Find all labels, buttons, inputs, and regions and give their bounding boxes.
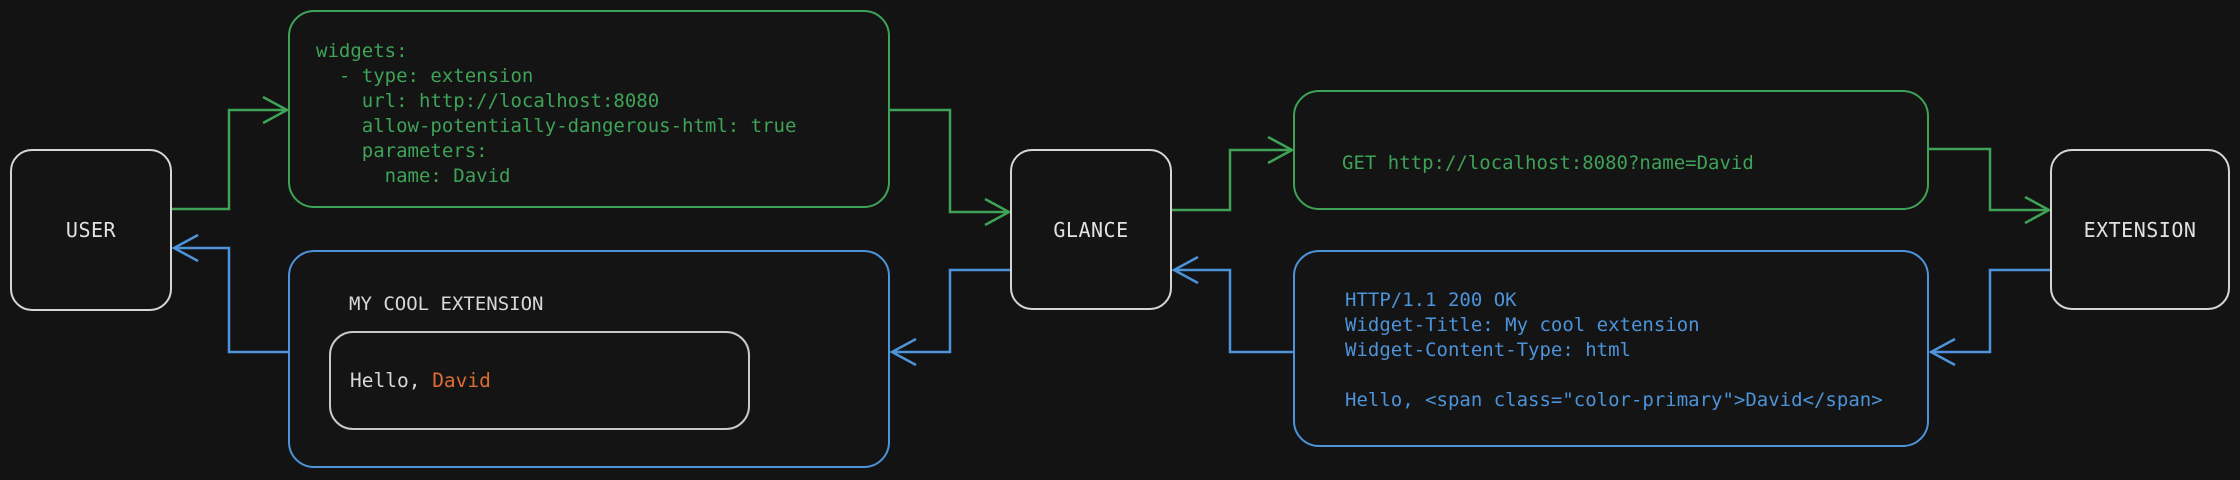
arrow-glance-to-widget: [889, 268, 1010, 367]
http-request-code: GET http://localhost:8080?name=David: [1342, 152, 1754, 174]
arrowhead-left-icon: [171, 233, 199, 263]
arrow-line: [1933, 268, 2050, 354]
arrow-extension-to-response: [1928, 268, 2050, 367]
arrowhead-right-icon: [2024, 195, 2052, 225]
widget-greeting: Hello, David: [331, 369, 491, 392]
http-request-box: GET http://localhost:8080?name=David: [1293, 90, 1929, 210]
greeting-name: David: [432, 369, 491, 392]
user-node-label: USER: [65, 218, 117, 242]
arrow-line: [1170, 148, 1290, 212]
http-response-box: HTTP/1.1 200 OK Widget-Title: My cool ex…: [1293, 250, 1929, 447]
arrowhead-left-icon: [1928, 337, 1956, 367]
extension-node: EXTENSION: [2050, 149, 2230, 310]
arrowhead-right-icon: [984, 197, 1012, 227]
config-yaml-code: widgets: - type: extension url: http://l…: [316, 40, 797, 187]
glance-node-label: GLANCE: [1053, 217, 1129, 242]
config-yaml-box: widgets: - type: extension url: http://l…: [288, 10, 890, 208]
arrow-config-to-glance: [890, 108, 1012, 227]
extension-node-label: EXTENSION: [2083, 217, 2197, 242]
arrow-line: [1929, 147, 2047, 212]
arrowhead-left-icon: [1171, 255, 1199, 285]
widget-content-box: Hello, David: [329, 331, 750, 430]
user-node: USER: [10, 149, 172, 311]
rendered-widget-box: MY COOL EXTENSION Hello, David: [288, 250, 890, 468]
arrow-user-to-config: [172, 95, 290, 211]
arrow-line: [172, 108, 285, 211]
arrow-request-to-extension: [1929, 147, 2052, 225]
arrowhead-right-icon: [262, 95, 290, 125]
arrowhead-left-icon: [889, 337, 917, 367]
arrow-line: [894, 268, 1010, 354]
arrow-line: [1176, 268, 1293, 354]
widget-title: MY COOL EXTENSION: [349, 293, 544, 315]
arrow-line: [176, 246, 288, 354]
arrow-glance-to-request: [1170, 135, 1295, 212]
greeting-prefix: Hello,: [350, 369, 433, 392]
glance-node: GLANCE: [1010, 149, 1172, 310]
arrow-line: [890, 108, 1007, 214]
arrowhead-right-icon: [1267, 135, 1295, 165]
arrow-response-to-glance: [1171, 255, 1293, 354]
arrow-widget-to-user: [171, 233, 288, 354]
http-response-code: HTTP/1.1 200 OK Widget-Title: My cool ex…: [1345, 289, 1883, 411]
